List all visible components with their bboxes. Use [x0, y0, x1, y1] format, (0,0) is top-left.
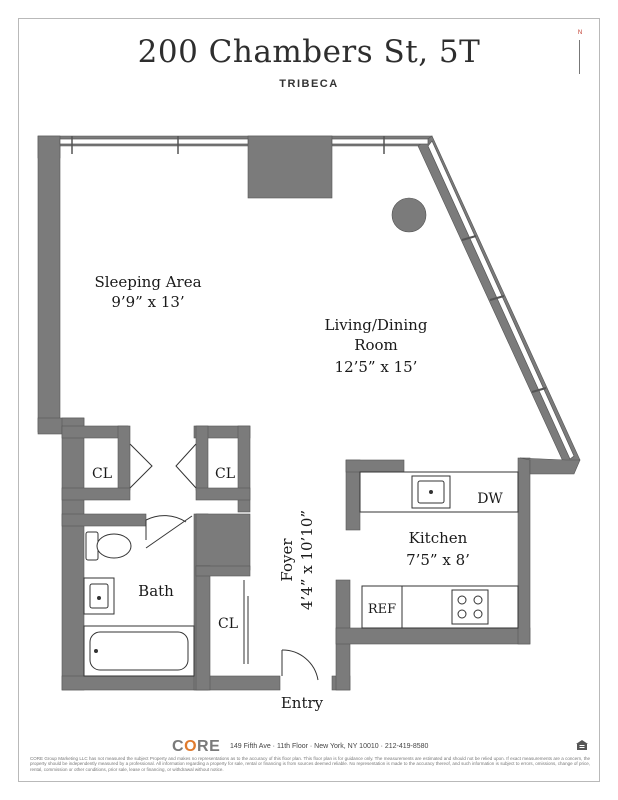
wall-kitchen-bottom: [335, 627, 531, 645]
wall-closet-right-inner: [195, 425, 209, 491]
kitchen-sink-icon: [411, 475, 451, 509]
neighborhood-label: TRIBECA: [279, 78, 339, 90]
entry-door: [281, 649, 319, 681]
brand-letter-o: O: [184, 738, 198, 755]
sleeping-area-dims: 9’9” x 13’: [111, 293, 184, 311]
wall-bath-top: [61, 513, 147, 527]
foyer-name: Foyer: [278, 538, 296, 582]
wall-foyer-closet-left: [195, 565, 211, 691]
bathtub-icon: [83, 625, 195, 677]
wall-closet-left-inner: [117, 425, 131, 491]
bath-sink-icon: [83, 577, 115, 615]
wall-bottom: [61, 675, 281, 691]
refrigerator-label: REF: [368, 602, 396, 617]
equal-housing-icon: [576, 740, 588, 750]
sleeping-area-name: Sleeping Area: [94, 273, 201, 291]
refrigerator-icon: [361, 585, 403, 629]
closet-label-right: CL: [215, 466, 235, 482]
window-mullions: [71, 136, 385, 154]
foyer-label-group: Foyer 4’4” x 10’10”: [278, 510, 316, 610]
brand-letter-c: C: [172, 738, 185, 755]
closet-doors: [129, 443, 197, 489]
foyer-dims: 4’4” x 10’10”: [298, 510, 316, 610]
closet-door-right: [175, 443, 197, 489]
foyer-closet-door: [243, 580, 249, 664]
toilet-icon: [85, 531, 132, 561]
north-arrow-icon: N: [573, 30, 587, 76]
bath-door: [145, 515, 193, 549]
page-frame: [18, 18, 600, 782]
brand-address: 149 Fifth Ave · 11th Floor · New York, N…: [230, 743, 429, 750]
living-room-name-line2: Room: [354, 336, 398, 354]
closet-label-left: CL: [92, 466, 112, 482]
wall-kitchen-top: [345, 459, 405, 473]
north-label: N: [577, 30, 583, 36]
wall-diagonal-return: [519, 457, 581, 475]
kitchen-name: Kitchen: [409, 529, 468, 547]
bath-label: Bath: [138, 582, 174, 600]
brand-logo: CORE: [172, 738, 220, 756]
kitchen-dims: 7’5” x 8’: [406, 551, 470, 569]
living-room-name-line1: Living/Dining: [325, 316, 428, 334]
legal-disclaimer: CORE Group Marketing LLC has not measure…: [30, 756, 590, 772]
wall-foyer-column: [195, 513, 251, 571]
stove-icon: [451, 589, 489, 625]
entry-label: Entry: [281, 694, 324, 712]
wall-kitchen-right: [517, 457, 531, 645]
window-top-right: [331, 138, 429, 145]
round-column: [391, 197, 427, 233]
window-top-left: [59, 138, 249, 145]
wall-left-upper: [37, 135, 61, 433]
living-room-dims: 12’5” x 15’: [335, 358, 418, 376]
wall-foyer-closet-top: [195, 565, 251, 577]
wall-left-lower: [61, 417, 85, 691]
dishwasher-label: DW: [477, 491, 503, 507]
window-diagonal-mullions: [461, 235, 547, 393]
footer: CORE 149 Fifth Ave · 11th Floor · New Yo…: [0, 738, 618, 758]
north-arrow-shaft: [579, 40, 580, 74]
page-title: 200 Chambers St, 5T: [137, 34, 481, 70]
brand-letters-re: RE: [197, 738, 221, 755]
wall-closet-bottom-right: [195, 487, 251, 501]
windows-top: [59, 138, 429, 145]
wall-closet-bottom-left: [61, 487, 131, 501]
structural-column: [247, 135, 333, 199]
closet-door-left: [129, 443, 153, 489]
closet-label-foyer: CL: [218, 616, 238, 632]
window-diagonal: [427, 140, 575, 460]
